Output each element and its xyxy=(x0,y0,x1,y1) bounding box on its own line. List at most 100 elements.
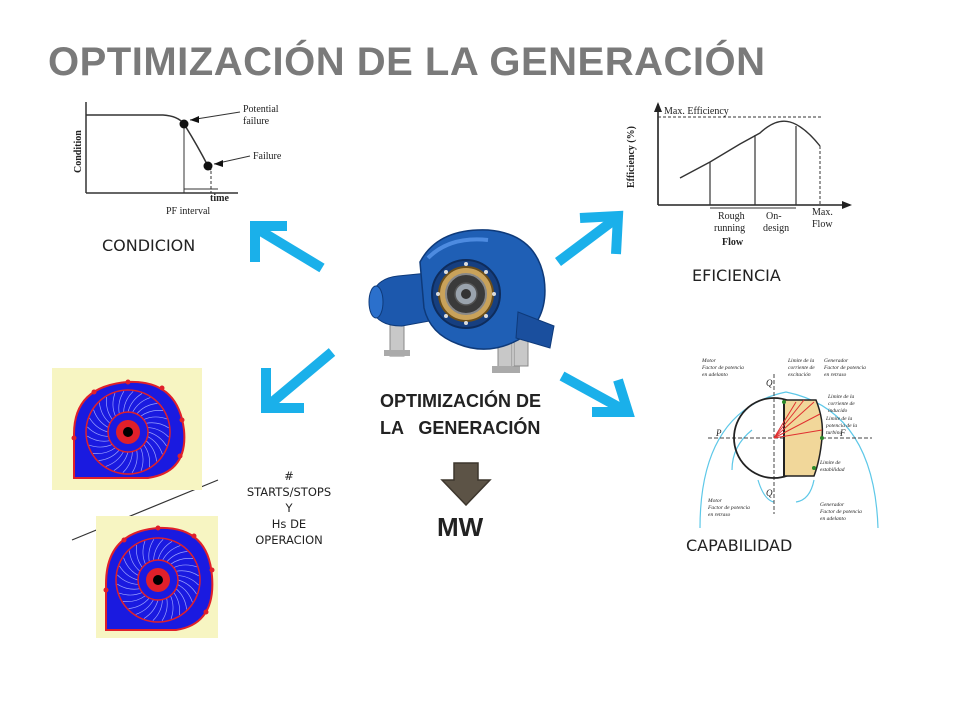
runner-blade xyxy=(153,539,164,561)
arrow-up-left-icon xyxy=(250,221,325,273)
condicion-label: CONDICION xyxy=(102,236,196,255)
cap-label-f: F xyxy=(839,428,846,438)
center-label-line1: OPTIMIZACIÓN DE xyxy=(380,391,541,411)
runner-blade xyxy=(93,409,109,428)
runner-blade xyxy=(177,584,193,603)
runner-blade xyxy=(131,449,138,473)
runner-blade xyxy=(143,444,150,468)
cap-label-11: inducido xyxy=(828,408,847,414)
runner-blade xyxy=(140,410,164,417)
runner-blade xyxy=(143,416,167,420)
cap-label-1: Factor de potencia xyxy=(701,365,744,371)
runner-blade xyxy=(132,397,151,413)
runner-blade xyxy=(98,449,120,461)
runner-blade xyxy=(113,451,129,471)
arrow-down-left-icon xyxy=(261,348,336,413)
runner-blade xyxy=(112,393,116,417)
runner-blade xyxy=(136,403,158,415)
cap-label-15: Limite de xyxy=(819,460,841,466)
starts-line-2: Y xyxy=(285,501,293,515)
capability-chart: Motor Factor de potencia en adelanto Gen… xyxy=(692,350,888,528)
runner-blade xyxy=(145,422,169,429)
cap-label-18: Factor de potencia xyxy=(707,505,750,511)
cap-label-17: Motor xyxy=(707,498,723,504)
runner-blade xyxy=(106,396,113,420)
runner-blade xyxy=(147,427,169,438)
cap-label-4: Factor de potencia xyxy=(823,365,866,371)
runner-blade xyxy=(119,565,139,581)
efficiency-chart: Efficiency (%) Max. Efficiency Rough run… xyxy=(622,100,856,252)
efficiency-max-label: Max. Efficiency xyxy=(664,106,729,117)
starts-line-0: # xyxy=(284,469,294,483)
runner-blade xyxy=(152,599,163,621)
cap-label-3: Generador xyxy=(824,358,849,364)
cap-label-19: en retraso xyxy=(708,512,731,518)
cap-label-2: en adelanto xyxy=(702,372,728,378)
runner-blade xyxy=(129,550,141,572)
condition-chart: Condition Potential failure Failure time… xyxy=(68,98,293,223)
arrow-up-right-icon xyxy=(555,210,624,266)
cap-label-10: corriente de xyxy=(828,401,855,407)
condition-annotation-pf: PF interval xyxy=(166,206,210,217)
condition-annotation-failure-word: failure xyxy=(243,116,270,127)
efficiency-region-on: On- xyxy=(766,211,782,222)
condition-annotation-potential: Potential xyxy=(243,104,279,115)
efficiency-region-max: Max. xyxy=(812,207,833,218)
runner-blade xyxy=(99,402,111,424)
runner-blade xyxy=(162,545,181,561)
efficiency-region-rough: Rough xyxy=(718,211,745,222)
starts-line-3: Hs DE xyxy=(271,517,307,531)
runner-blade xyxy=(122,451,133,473)
cap-label-21: Factor de potencia xyxy=(819,509,862,515)
runner-blade xyxy=(142,541,146,565)
runner-blade xyxy=(123,557,139,576)
cap-label-7: corriente de xyxy=(788,365,815,371)
runner-blade xyxy=(119,592,143,596)
efficiency-region-design: design xyxy=(763,223,789,234)
arrow-down-right-icon xyxy=(559,371,635,417)
eficiencia-label: EFICIENCIA xyxy=(692,266,781,285)
runner-blade xyxy=(177,575,199,586)
runner-blade xyxy=(173,564,197,568)
cap-label-6: Limite de la xyxy=(787,358,815,364)
cap-label-8: excitación xyxy=(788,372,811,378)
runner-blade xyxy=(122,595,146,602)
center-label-line2: LA GENERACIÓN xyxy=(380,418,541,438)
cap-label-20: Generador xyxy=(820,502,845,508)
runner-blade xyxy=(87,435,111,442)
cap-label-14: turbina xyxy=(826,430,842,436)
runner-blade xyxy=(123,391,134,413)
runner-blade xyxy=(148,539,155,563)
runner-blade xyxy=(175,570,199,577)
runner-blade xyxy=(135,599,154,615)
capabilidad-label: CAPABILIDAD xyxy=(686,536,793,555)
condition-annotation-failure: Failure xyxy=(253,151,282,162)
condition-annotation-time: time xyxy=(210,193,229,204)
runner-blade xyxy=(89,417,109,433)
page-title: OPTIMIZACIÓN DE LA GENERACIÓN xyxy=(48,40,766,84)
runner-blade xyxy=(136,544,143,568)
runner-blade xyxy=(147,436,163,455)
efficiency-xlabel: Flow xyxy=(722,237,744,248)
runner-blade xyxy=(128,597,150,609)
cap-label-13: potencia de la xyxy=(825,423,857,429)
runner-blade xyxy=(147,431,167,447)
runner-blade xyxy=(170,558,194,565)
down-arrow-icon xyxy=(440,462,492,506)
runner-blade xyxy=(166,551,188,563)
runner-blade xyxy=(89,444,113,448)
cap-label-q-bottom: Q xyxy=(766,488,773,498)
runner-blade xyxy=(92,447,116,454)
runner-blade xyxy=(87,426,109,437)
cap-label-22: en adelanto xyxy=(820,516,846,522)
cap-label-9: Limite de la xyxy=(827,394,855,400)
efficiency-region-running: running xyxy=(714,223,745,234)
efficiency-ylabel: Efficiency (%) xyxy=(626,126,637,188)
starts-line-4: OPERACION xyxy=(255,533,323,547)
cap-label-16: estabilidad xyxy=(820,467,845,473)
cap-label-p: P xyxy=(715,428,722,438)
runner-blade xyxy=(170,595,174,619)
runner-blade xyxy=(118,391,125,415)
starts-stops-label: # STARTS/STOPS Y Hs DE OPERACION xyxy=(236,468,342,548)
runner-blade xyxy=(127,393,143,413)
